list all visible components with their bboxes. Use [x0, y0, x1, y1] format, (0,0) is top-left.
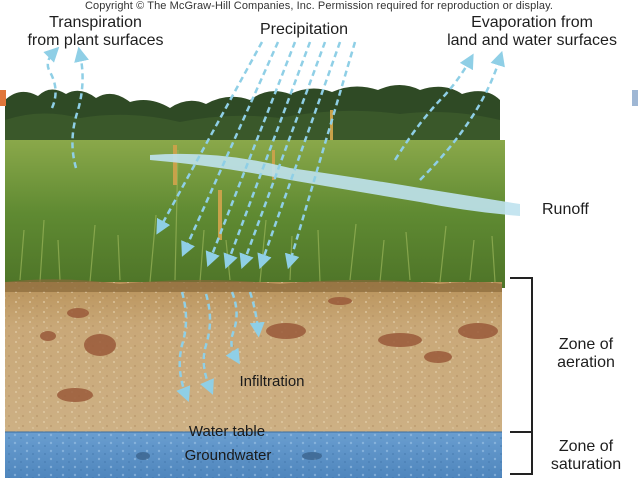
- water-table-label-text: Water table: [172, 423, 282, 441]
- precipitation-label: Precipitation: [244, 21, 364, 39]
- infiltration-label-text: Infiltration: [222, 373, 322, 391]
- groundwater-label: Groundwater: [168, 447, 288, 465]
- zone-saturation-label: Zone of saturation: [536, 438, 636, 474]
- infiltration-label: Infiltration: [222, 373, 322, 391]
- evaporation-label-line2: land and water surfaces: [426, 32, 638, 50]
- zone-saturation-label-line2: saturation: [536, 456, 636, 474]
- transpiration-label: Transpiration from plant surfaces: [8, 14, 183, 50]
- runoff-label-text: Runoff: [542, 201, 622, 219]
- right-accent-mark: [632, 90, 638, 106]
- zone-aeration-label: Zone of aeration: [536, 336, 636, 372]
- zone-aeration-label-line2: aeration: [536, 354, 636, 372]
- precipitation-label-text: Precipitation: [244, 21, 364, 39]
- runoff-label: Runoff: [542, 201, 622, 219]
- evaporation-label-line1: Evaporation from: [426, 14, 638, 32]
- zone-aeration-label-line1: Zone of: [536, 336, 636, 354]
- zone-saturation-label-line1: Zone of: [536, 438, 636, 456]
- groundwater-label-text: Groundwater: [168, 447, 288, 465]
- evaporation-label: Evaporation from land and water surfaces: [426, 14, 638, 50]
- zone-saturation-bracket: [510, 432, 532, 474]
- transpiration-label-line1: Transpiration: [8, 14, 183, 32]
- water-table-label: Water table: [172, 423, 282, 441]
- left-accent-mark: [0, 90, 6, 106]
- zone-aeration-bracket: [510, 278, 532, 432]
- transpiration-label-line2: from plant surfaces: [8, 32, 183, 50]
